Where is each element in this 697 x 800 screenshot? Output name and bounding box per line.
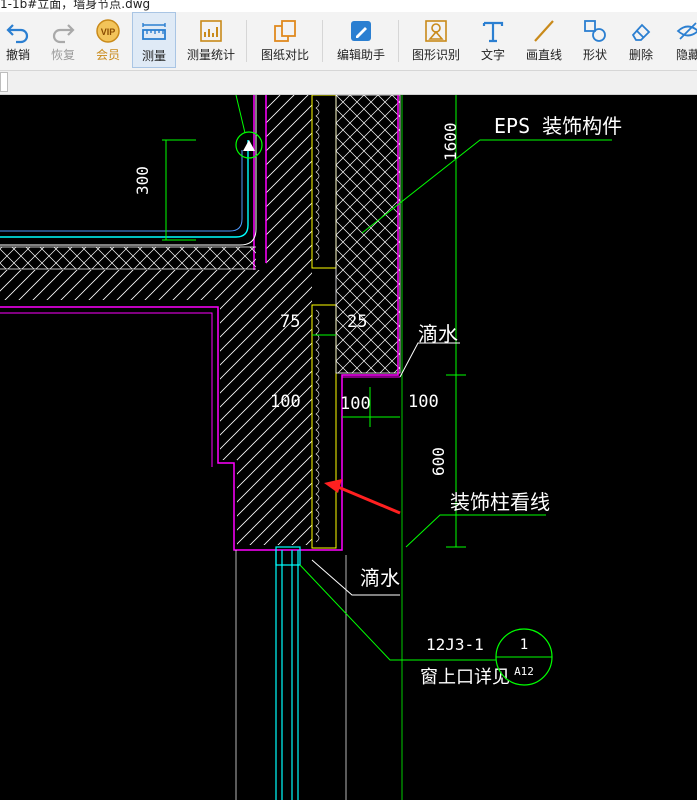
marker-leader <box>235 95 246 134</box>
insulation-lower <box>311 304 337 549</box>
beam-hatch <box>237 460 312 545</box>
cad-canvas[interactable]: 300 1600 600 EPS 装饰构件 75 25 滴水 100 100 1… <box>0 95 697 800</box>
redo-icon <box>52 24 75 44</box>
window-title-bar: 1-1b#立面，墙身节点.dwg <box>0 0 697 12</box>
shape-recognition-button[interactable]: 图形识别 <box>406 12 466 68</box>
vip-label: 会员 <box>95 48 120 62</box>
hide-label: 隐藏 <box>675 48 697 62</box>
column-line-leader <box>405 514 546 548</box>
detail-ref-desc: 窗上口详见 <box>420 667 510 688</box>
undo-label: 撤销 <box>5 48 30 62</box>
detail-ref-number: 1 <box>520 637 528 653</box>
eraser-icon <box>631 23 651 41</box>
window-head <box>275 546 301 566</box>
dimension-300-lines <box>162 139 196 241</box>
compare-icon <box>274 20 296 42</box>
shape-label: 形状 <box>582 48 607 62</box>
toolbar-separator <box>322 20 323 62</box>
edit-helper-label: 编辑助手 <box>336 48 385 62</box>
shape-recognition-icon <box>425 20 447 42</box>
parapet-edge-inner <box>0 150 243 232</box>
dimension-25: 25 <box>347 312 367 332</box>
compare-label: 图纸对比 <box>260 48 309 62</box>
insulation-upper <box>311 95 337 269</box>
drip-bottom-leader <box>311 559 400 596</box>
wall-hatch-middle <box>220 300 312 460</box>
window-title: 1-1b#立面，墙身节点.dwg <box>0 0 151 11</box>
shape-recognition-label: 图形识别 <box>411 48 460 62</box>
ruler-icon <box>142 23 166 40</box>
dimension-vertical <box>446 95 466 548</box>
eps-leader <box>361 139 612 234</box>
eps-decoration <box>335 95 401 374</box>
insulation-pattern <box>315 99 320 261</box>
wall-outline <box>0 95 399 551</box>
line-icon <box>534 20 554 42</box>
hide-icon <box>676 22 697 40</box>
drip-top-leader <box>399 342 460 378</box>
hide-button[interactable]: 隐藏 <box>668 12 697 68</box>
draw-line-button[interactable]: 画直线 <box>520 12 568 68</box>
wall-hatch-upper <box>266 95 312 273</box>
text-icon <box>482 21 504 43</box>
column-line-label: 装饰柱看线 <box>450 490 550 514</box>
detail-leader <box>299 564 496 661</box>
detail-ref-sheet: A12 <box>514 665 534 678</box>
undo-icon <box>6 24 29 44</box>
drip-top-label: 滴水 <box>418 322 458 346</box>
dimension-600: 600 <box>429 447 448 476</box>
marker-triangle <box>243 140 255 151</box>
dimension-100-left: 100 <box>270 392 301 412</box>
undo-button[interactable]: 撤销 <box>0 12 36 68</box>
dimension-300: 300 <box>133 166 152 195</box>
red-arrow-head <box>324 479 342 493</box>
toolbar-separator <box>398 20 399 62</box>
vip-button[interactable]: VIP 会员 <box>88 12 128 68</box>
chart-icon <box>200 20 222 42</box>
draw-line-label: 画直线 <box>525 48 562 62</box>
wall-outline-left <box>253 95 267 270</box>
measure-stats-label: 测量统计 <box>186 48 235 62</box>
roof-layer <box>0 247 256 269</box>
parapet-edge <box>0 140 249 238</box>
drawing-tab[interactable] <box>0 72 8 92</box>
toolbar: 撤销 恢复 VIP 会员 测量 测量统计 <box>0 12 697 71</box>
text-label: 文字 <box>480 48 505 62</box>
roof-layer-lines <box>0 246 256 270</box>
window-frame <box>275 550 299 800</box>
dimension-75: 75 <box>280 312 300 332</box>
slab-hatch <box>0 270 312 300</box>
red-arrow-line <box>337 485 401 515</box>
sub-toolbar <box>0 71 697 95</box>
eps-label: EPS 装饰构件 <box>494 114 622 138</box>
dimension-100-right: 100 <box>408 392 439 412</box>
drip-bottom-label: 滴水 <box>360 566 400 590</box>
wall-line-lower <box>235 550 347 800</box>
delete-label: 删除 <box>628 48 653 62</box>
toolbar-separator <box>246 20 247 62</box>
vip-badge-text: VIP <box>101 27 116 37</box>
compare-button[interactable]: 图纸对比 <box>254 12 316 68</box>
insulation-pattern <box>315 309 320 543</box>
dimension-100-lines <box>342 387 400 427</box>
vip-icon: VIP <box>96 19 120 43</box>
shape-button[interactable]: 形状 <box>576 12 614 68</box>
measure-stats-button[interactable]: 测量统计 <box>182 12 240 68</box>
text-button[interactable]: 文字 <box>474 12 512 68</box>
dimension-1600: 1600 <box>441 122 460 161</box>
parapet-edge-outer <box>0 95 257 246</box>
measure-button[interactable]: 测量 <box>132 12 176 68</box>
redo-button[interactable]: 恢复 <box>44 12 82 68</box>
detail-ref-code: 12J3-1 <box>426 635 484 654</box>
wall-outline-inner <box>0 312 213 467</box>
redo-label: 恢复 <box>50 48 75 62</box>
measure-label: 测量 <box>141 49 166 63</box>
shape-icon <box>584 20 606 42</box>
edit-helper-button[interactable]: 编辑助手 <box>330 12 392 68</box>
dimension-100-mid: 100 <box>340 394 371 414</box>
delete-button[interactable]: 删除 <box>622 12 660 68</box>
marker-circle <box>235 131 263 159</box>
edit-helper-icon <box>351 21 371 41</box>
